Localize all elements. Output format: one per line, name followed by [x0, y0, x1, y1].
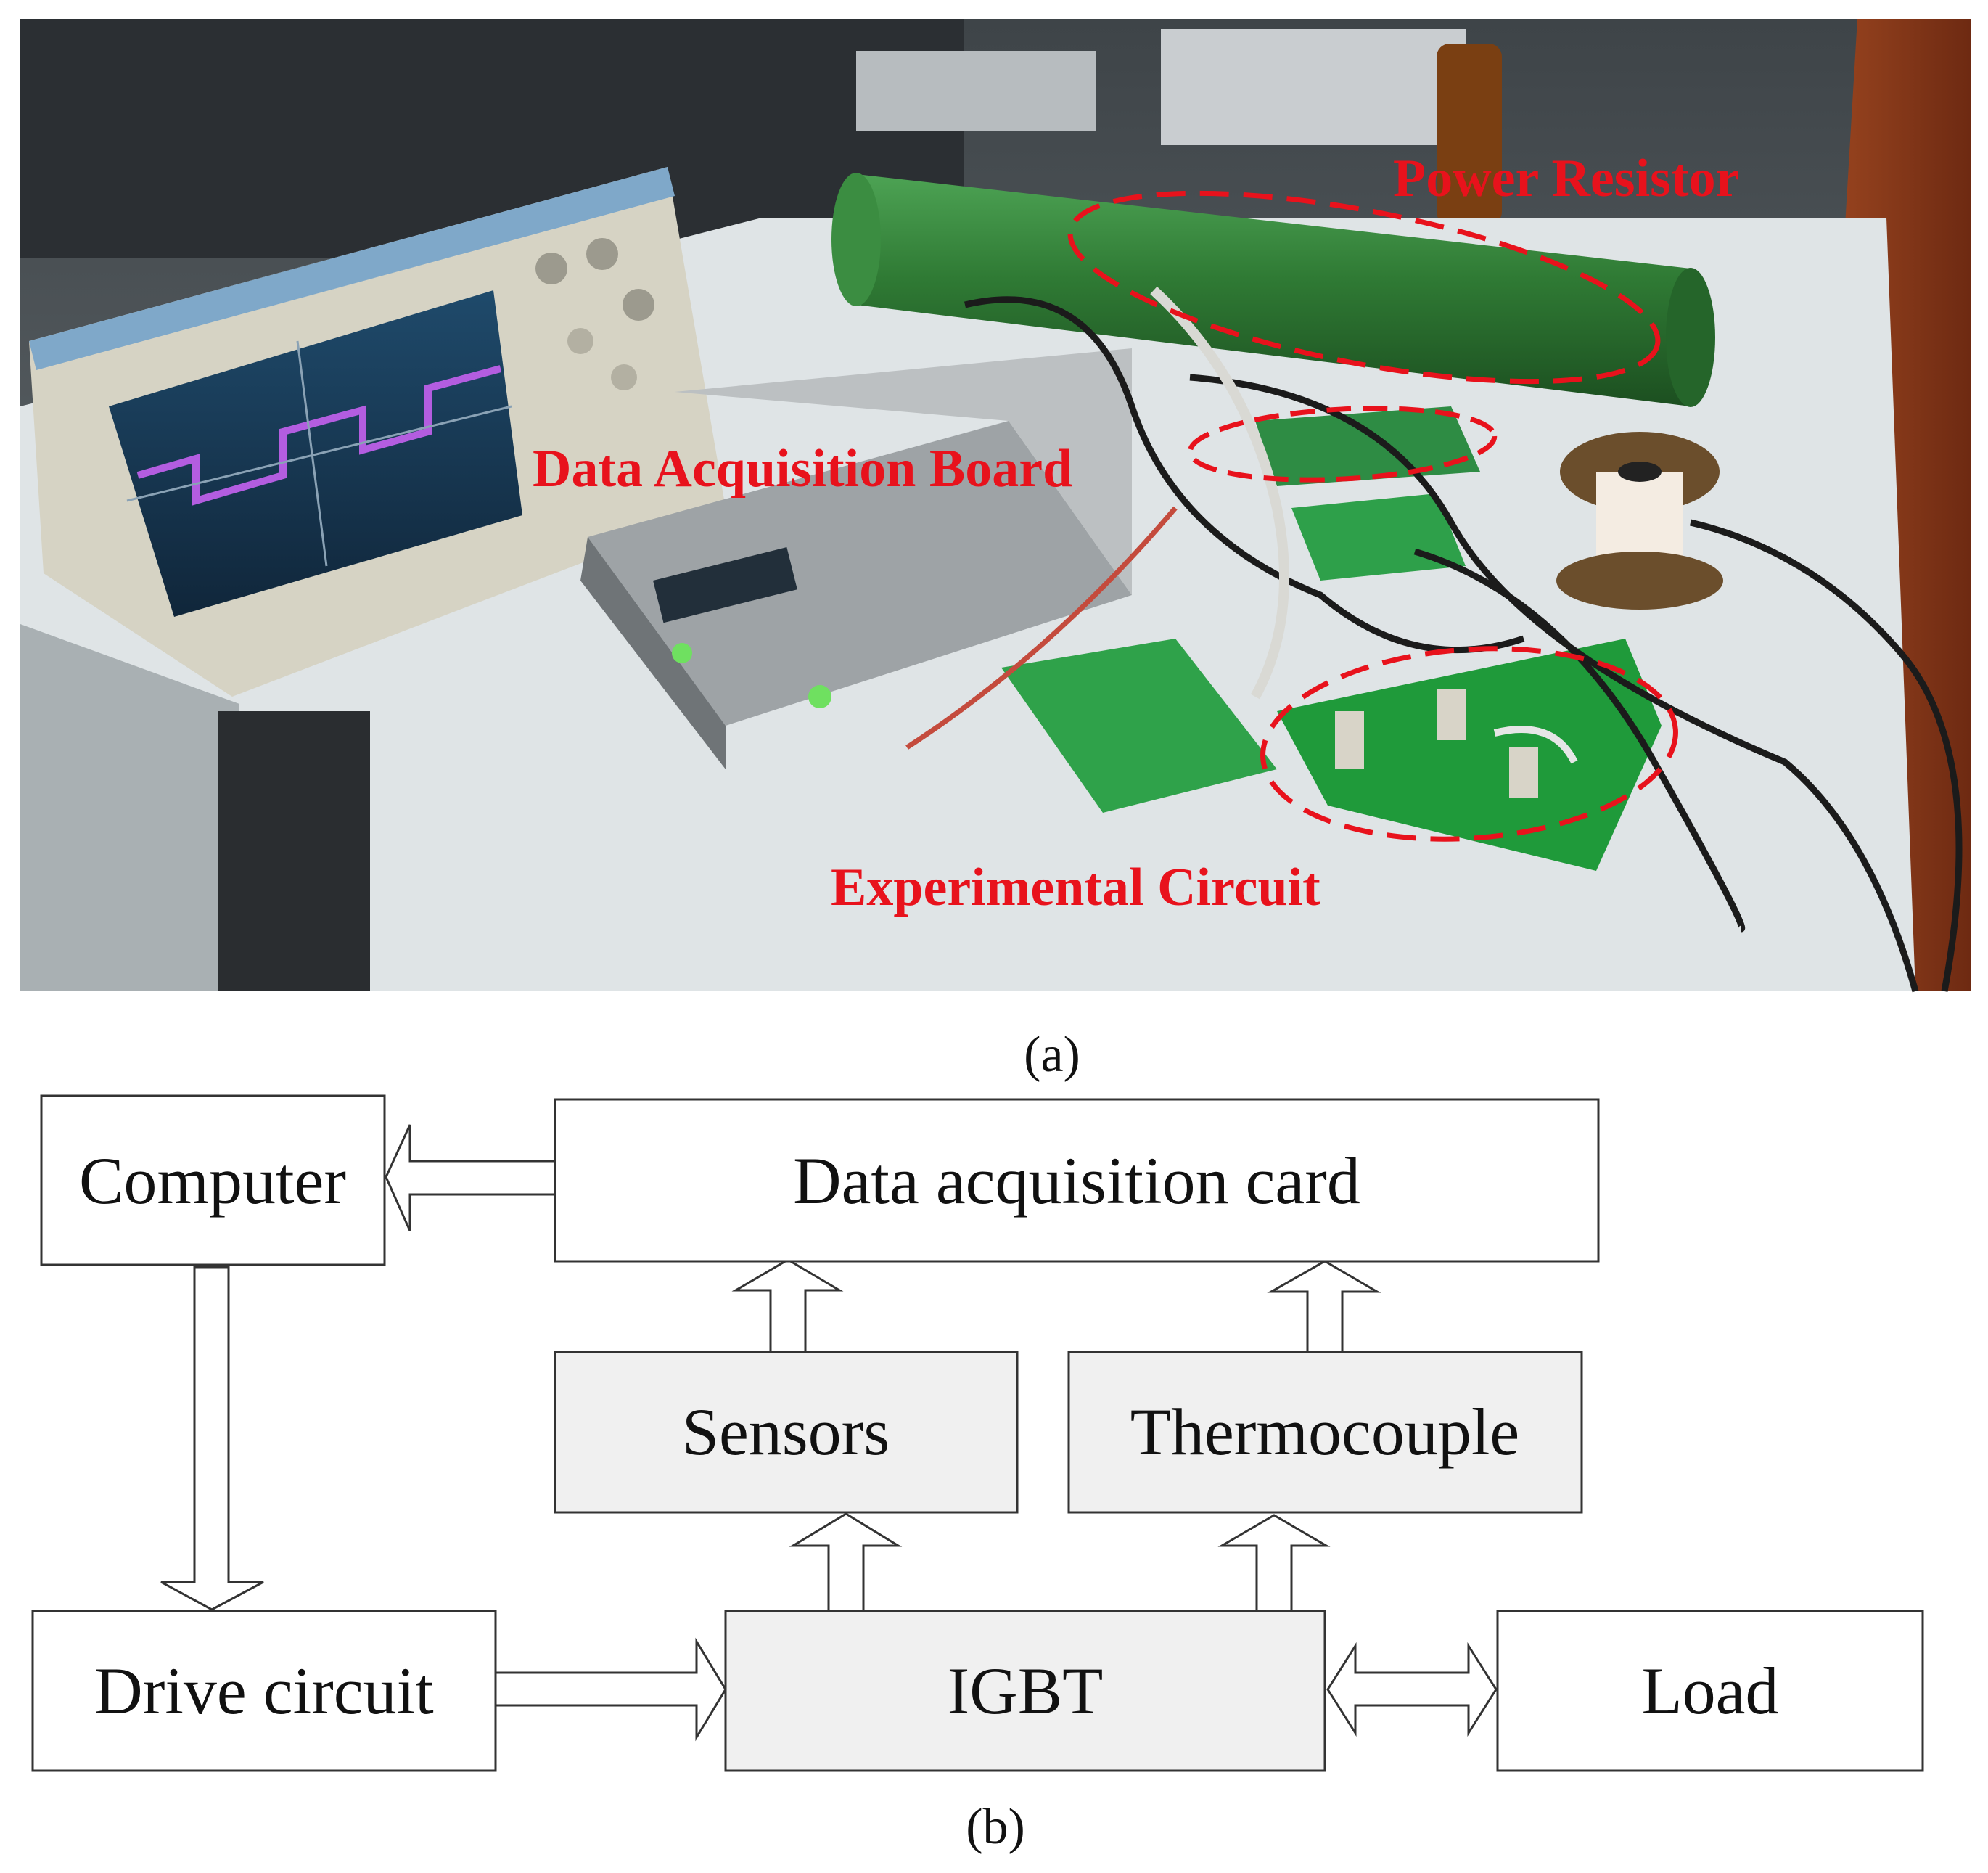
- block-thermocouple: [1067, 1351, 1583, 1514]
- arrow-sensors-to-daq: [731, 1258, 844, 1353]
- label-drive-circuit: Drive circuit: [94, 1654, 434, 1728]
- block-sensors: [554, 1351, 1019, 1514]
- arrow-drive-to-igbt: [494, 1637, 727, 1742]
- block-data-acquisition-card: [554, 1098, 1600, 1263]
- label-computer: Computer: [79, 1144, 346, 1218]
- background-instrument: [1161, 29, 1466, 145]
- arrow-daq-to-computer: [385, 1124, 556, 1231]
- block-labels: Computer Data acquisition card Sensors T…: [79, 1144, 1779, 1728]
- power-resistor: [831, 173, 1715, 407]
- function-generator: [580, 348, 1132, 769]
- block-computer: [40, 1094, 386, 1266]
- arrow-thermo-to-daq: [1267, 1260, 1381, 1353]
- table-leg: [218, 711, 370, 991]
- caption-b: (b): [966, 1799, 1025, 1855]
- experimental-circuit-callout: [1260, 646, 1678, 842]
- generator-display: [653, 547, 797, 623]
- label-data-acquisition-card: Data acquisition card: [793, 1144, 1360, 1218]
- data-acquisition-board-upper: [1291, 493, 1466, 581]
- block-load: [1496, 1610, 1924, 1772]
- experimental-setup-photo: Power Resistor Data Acquisition Board Ex…: [20, 19, 1971, 993]
- arrow-igbt-to-sensors: [789, 1512, 903, 1612]
- cables: [964, 296, 1963, 993]
- table-edge: [20, 624, 239, 991]
- caption-a: (a): [1024, 1027, 1080, 1083]
- data-acquisition-board-callout: [1187, 406, 1498, 483]
- terminal-board: [1001, 639, 1277, 813]
- data-acquisition-board: [1255, 406, 1480, 486]
- experimental-circuit: [1277, 639, 1662, 871]
- block-diagram: [31, 1094, 1924, 1772]
- oscilloscope-trace: [136, 365, 502, 506]
- power-resistor-callout: [1067, 190, 1661, 385]
- label-sensors: Sensors: [682, 1395, 890, 1469]
- block-drive-circuit: [31, 1610, 497, 1772]
- label-igbt: IGBT: [948, 1654, 1104, 1728]
- label-data-acquisition-board: Data Acquisition Board: [533, 439, 1072, 499]
- arrow-computer-to-drive: [160, 1266, 264, 1611]
- background-instrument-2: [856, 51, 1096, 131]
- label-load: Load: [1641, 1654, 1778, 1728]
- oscilloscope: [29, 167, 726, 697]
- block-igbt: [724, 1610, 1326, 1772]
- reagent-bottle: [1437, 44, 1502, 225]
- inductor-spool: [1556, 432, 1723, 610]
- probe-cable: [1150, 286, 1289, 700]
- label-thermocouple: Thermocouple: [1130, 1395, 1519, 1469]
- arrow-igbt-to-thermo: [1217, 1514, 1331, 1612]
- arrow-igbt-load: [1326, 1642, 1498, 1737]
- red-cable: [905, 506, 1178, 750]
- label-power-resistor: Power Resistor: [1393, 149, 1739, 208]
- label-experimental-circuit: Experimental Circuit: [831, 858, 1320, 917]
